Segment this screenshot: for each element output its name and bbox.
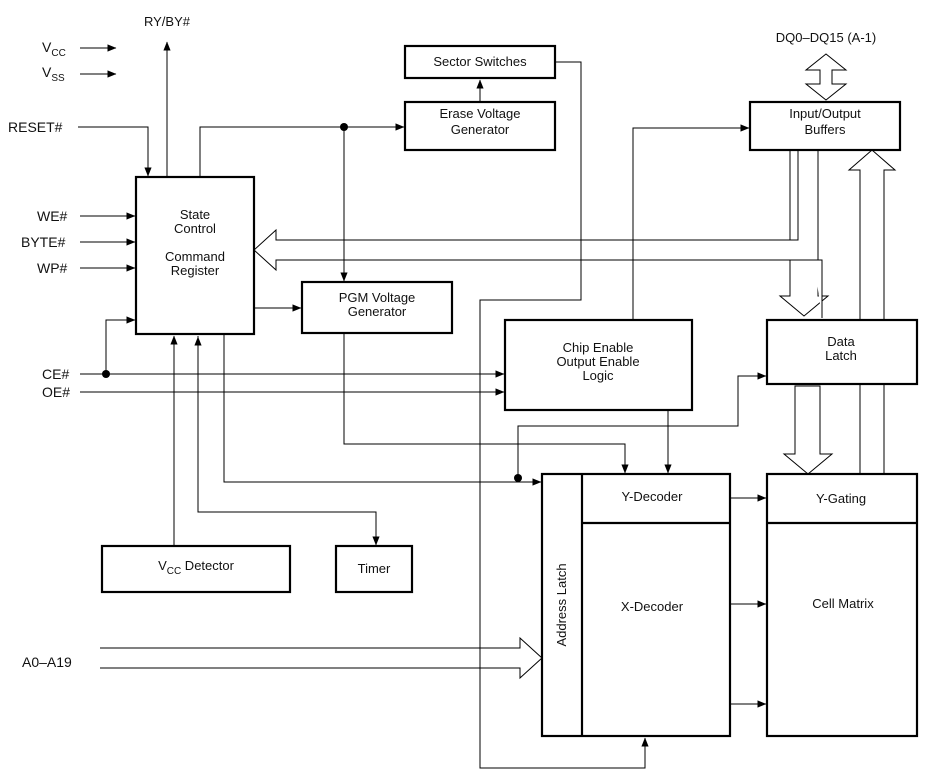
data-latch-block: [765, 318, 919, 386]
vss-label: VSS: [42, 64, 65, 84]
timer-wire: [197, 336, 380, 546]
io-buffers-block: [748, 100, 902, 152]
data-latch-label-1: Data: [827, 334, 855, 349]
dq-bus-arrow: [804, 53, 848, 101]
timer-label: Timer: [358, 561, 391, 576]
erase-voltage-label-2: Generator: [451, 122, 510, 137]
vcc-detector-label: VCC Detector: [158, 558, 235, 577]
pgm-voltage-block: [300, 280, 454, 335]
decoder-block: [540, 472, 732, 738]
latch-to-gating-bus: [782, 385, 834, 475]
cell-matrix-label: Cell Matrix: [812, 596, 874, 611]
ce-to-control-wire: [105, 316, 136, 374]
ce-logic-to-buffers-wire: [632, 124, 750, 320]
reset-label: RESET#: [8, 119, 63, 135]
state-control-label-4: Register: [171, 263, 220, 278]
address-label: A0–A19: [22, 654, 72, 670]
y-gating-label: Y-Gating: [816, 491, 866, 506]
state-control-label-3: Command: [165, 249, 225, 264]
wp-label: WP#: [37, 260, 68, 276]
chip-enable-label-2: Output Enable: [556, 354, 639, 369]
x-decoder-label: X-Decoder: [621, 599, 684, 614]
address-latch-label: Address Latch: [554, 563, 569, 646]
timer-block: [334, 544, 414, 594]
sector-switches-label: Sector Switches: [433, 54, 527, 69]
pgm-voltage-label-1: PGM Voltage: [339, 290, 416, 305]
reset-wire: [78, 126, 152, 177]
junction-dot: [514, 474, 522, 482]
control-to-data-latch-wire: [517, 372, 767, 478]
state-control-block: [134, 175, 256, 336]
pgm-to-ydecoder-wire: [343, 333, 629, 474]
sector-to-xdecoder-wire: [479, 61, 649, 769]
control-to-address-latch-wire: [223, 334, 542, 486]
we-label: WE#: [37, 208, 68, 224]
byte-label: BYTE#: [21, 234, 66, 250]
pgm-voltage-label-2: Generator: [348, 304, 407, 319]
wires: [78, 41, 767, 769]
vcc-detector-block: [100, 544, 292, 594]
state-control-label-2: Control: [174, 221, 216, 236]
chip-enable-label-3: Logic: [582, 368, 614, 383]
ry-by-label: RY/BY#: [144, 14, 191, 29]
y-decoder-label: Y-Decoder: [622, 489, 684, 504]
erase-voltage-label-1: Erase Voltage: [440, 106, 521, 121]
state-control-label-1: State: [180, 207, 210, 222]
address-bus-arrow: [100, 636, 543, 680]
junction-dot: [340, 123, 348, 131]
oe-label: OE#: [42, 384, 70, 400]
erase-voltage-block: [403, 100, 557, 152]
junction-dot: [102, 370, 110, 378]
chip-enable-block: [503, 318, 694, 412]
io-buffers-label-1: Input/Output: [789, 106, 861, 121]
chip-enable-label-1: Chip Enable: [563, 340, 634, 355]
data-latch-label-2: Latch: [825, 348, 857, 363]
control-to-erase-wire: [199, 123, 405, 176]
ce-label: CE#: [42, 366, 69, 382]
sector-switches-block: [403, 44, 557, 80]
cell-matrix-block: [765, 472, 919, 738]
gating-to-buffers-bus: [847, 149, 897, 474]
io-buffers-label-2: Buffers: [805, 122, 846, 137]
dq-label: DQ0–DQ15 (A-1): [776, 30, 876, 45]
vcc-label: VCC: [42, 39, 66, 59]
